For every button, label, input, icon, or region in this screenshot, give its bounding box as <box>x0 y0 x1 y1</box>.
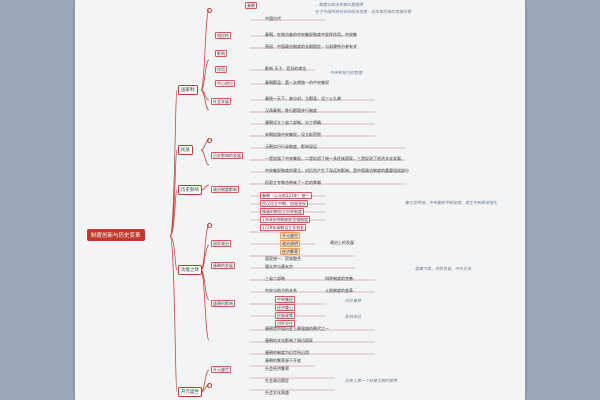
g7-note-1: 内外兼修 <box>345 298 361 303</box>
g4-row-2[interactable]: 西汉设立中朝，加强皇权 <box>260 200 308 207</box>
g9-label[interactable]: 开元盛世 <box>211 366 231 373</box>
g7-row-3[interactable]: 民族政策 <box>275 312 295 319</box>
node-marker-icon <box>207 383 212 388</box>
g3-row-3[interactable]: 但君主专制也带来了一定的弊端 <box>265 180 321 185</box>
g3-row-1[interactable]: 一是加强了中央集权，二是巩固了统一多民族国家，三是促进了经济文化发展 <box>265 156 401 161</box>
g9-note: 历史上第一个封建王朝的繁荣 <box>345 378 397 383</box>
g2-row-2[interactable]: 汉承秦制，推行郡国并行制度 <box>265 108 317 113</box>
g1-aux-2[interactable]: 影响 <box>215 50 227 57</box>
g2-row-5[interactable]: 元朝实行行省制度，影响深远 <box>265 144 317 149</box>
top-note-1: ...制度与政治变革的里程碑 <box>315 2 363 7</box>
g6-row-5[interactable]: 科举制度的完善 <box>325 276 353 281</box>
g7-row-4[interactable]: 对外交往 <box>275 320 295 327</box>
branch-node-4[interactable]: 功能之政 <box>178 265 202 275</box>
g8-row-2[interactable]: 唐朝的文化影响了周边国家 <box>265 338 313 343</box>
g4-row-4[interactable]: 1368年明朝废除丞相制度 <box>260 216 311 223</box>
g7-row-1[interactable]: 中央集权 <box>275 296 295 303</box>
g6-row-1[interactable]: 国家统一，民族融合 <box>265 256 301 261</box>
branch-node-2[interactable]: 民族 <box>178 145 193 155</box>
g1-aux-1[interactable]: 相应的 <box>215 32 231 39</box>
g4-row-5[interactable]: 1729年清朝设立军机处 <box>260 224 307 231</box>
branch-node-3[interactable]: 历史影响 <box>178 185 202 195</box>
g2-row-4[interactable]: 宋朝加强中央集权，设立枢密院 <box>265 132 321 137</box>
g9-row-3[interactable]: 社会文化昌盛 <box>265 390 289 395</box>
g5-sub[interactable]: 政治上的发展 <box>330 240 354 245</box>
node-marker-icon <box>207 138 212 143</box>
g1-row-1[interactable]: 中国古代 <box>265 16 281 21</box>
g9-row-2[interactable]: 社会政治稳定 <box>265 378 289 383</box>
g6-note: 盛唐气象，开放包容，中外交流 <box>415 266 471 271</box>
g4-note: 秦汉至明清，中央集权不断加强，君主专制逐渐强化 <box>405 200 497 205</box>
g1-aux-3[interactable]: 作用 <box>215 66 227 73</box>
g2-row-1[interactable]: 秦统一天下，废分封，立郡县，设三公九卿 <box>265 96 341 101</box>
node-marker-icon <box>207 223 212 228</box>
g7-label[interactable]: 盛唐的影响 <box>211 300 235 307</box>
g6-row-6[interactable]: 土地制度的变革 <box>325 288 353 293</box>
g4-label[interactable]: 政治制度影响 <box>211 186 239 193</box>
g5-label[interactable]: 国家政治 <box>211 240 231 247</box>
g1-row-3[interactable]: 原因：中国政治制度的长期稳定，与封建统治者有关 <box>265 44 357 49</box>
g6-row-2[interactable]: 唐太宗与唐玄宗 <box>265 264 293 269</box>
g7-note-2: 影响深远 <box>345 314 361 319</box>
g4-row-1[interactable]: 秦朝（公元前221年）统一 <box>260 192 312 199</box>
g2-row-3[interactable]: 唐朝设立三省六部制，分工明确 <box>265 120 321 125</box>
connector-lines <box>169 9 405 393</box>
g8-row-3[interactable]: 唐朝的制度为后世所沿用 <box>265 350 309 355</box>
g5-row-1[interactable]: 开元盛世 <box>280 232 300 239</box>
g2-label[interactable]: 社会发展 <box>211 98 231 105</box>
top-note-2: 在于中国传统社会的政治发展，还体现民族的发展历程 <box>315 9 411 14</box>
g6-row-3[interactable]: 三省六部制 <box>265 276 285 281</box>
g1-row-5[interactable]: 秦朝郡县：第一次将统一的中央集权 <box>265 80 329 85</box>
node-marker-icon <box>207 8 212 13</box>
g8-row-1[interactable]: 唐朝是中国历史上最强盛的朝代之一 <box>265 326 329 331</box>
mindmap-canvas[interactable]: 制度创新与历史变革 国家制 民族 历史影响 功能之政 开元盛世 秦朝 ...制度… <box>75 0 525 400</box>
g6-row-4[interactable]: 中央与地方的关系 <box>265 288 297 293</box>
g6-label[interactable]: 唐朝的发展 <box>211 262 235 269</box>
g5-row-2[interactable]: 政治清明 <box>280 240 300 247</box>
g5-row-3[interactable]: 经济繁荣 <box>280 248 300 255</box>
g7-row-2[interactable]: 经济重心 <box>275 304 295 311</box>
g1-aux-4[interactable]: 中心地位 <box>215 80 235 87</box>
g1-row-4[interactable]: 影响 天子、官员的地位 <box>265 66 307 71</box>
g3-row-2[interactable]: 中央集权制度的建立，对后世产生了深远的影响，是中国政治制度的重要组成部分 <box>265 168 409 173</box>
branch-node-1[interactable]: 国家制 <box>178 85 198 95</box>
g8-row-4[interactable]: 唐朝的繁荣源于开放 <box>265 358 301 363</box>
g1-row-2[interactable]: 秦朝，在统治者的中央集权制度中发挥作用，中央集 <box>265 32 357 37</box>
root-node[interactable]: 制度创新与历史变革 <box>87 229 145 241</box>
top-node-1[interactable]: 秦朝 <box>245 2 257 9</box>
g3-label[interactable]: 历史影响的发展 <box>211 152 243 159</box>
branch-node-5[interactable]: 开元盛世 <box>178 387 202 397</box>
g4-row-3[interactable]: 隋唐时期创立科举制度 <box>260 208 304 215</box>
g9-row-1[interactable]: 社会经济繁荣 <box>265 366 289 371</box>
g1-note: 中央到地方的管理 <box>330 70 362 75</box>
